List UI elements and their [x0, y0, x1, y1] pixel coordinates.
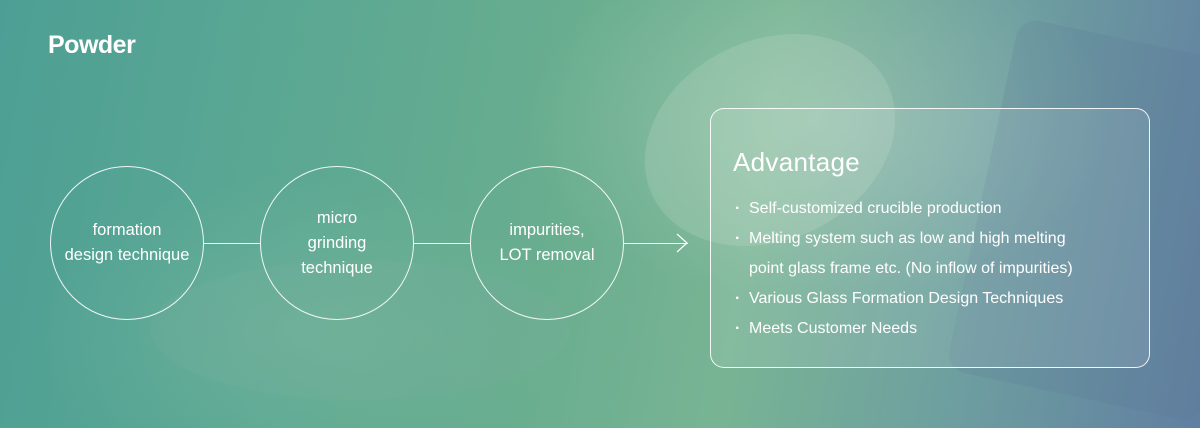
advantage-title: Advantage [733, 147, 861, 177]
step-label: micro grinding technique [301, 208, 373, 277]
advantage-item: Various Glass Formation Design Technique… [735, 284, 1073, 314]
step-label: impurities, LOT removal [499, 221, 595, 264]
arrow-head-icon [676, 233, 688, 253]
arrow-line [624, 243, 688, 244]
advantage-box: Advantage Self-customized crucible produ… [710, 108, 1150, 368]
advantage-item: Meets Customer Needs [735, 314, 1073, 344]
connector-line [204, 243, 260, 244]
advantage-item: Melting system such as low and high melt… [735, 224, 1073, 284]
step-circle-grinding: micro grinding technique [260, 166, 414, 320]
connector-line [414, 243, 470, 244]
step-circle-impurities: impurities, LOT removal [470, 166, 624, 320]
page-title: Powder [48, 31, 136, 59]
step-circle-formation: formation design technique [50, 166, 204, 320]
step-label: formation design technique [64, 221, 190, 264]
advantage-list: Self-customized crucible production Melt… [735, 194, 1073, 344]
advantage-item: Self-customized crucible production [735, 194, 1073, 224]
